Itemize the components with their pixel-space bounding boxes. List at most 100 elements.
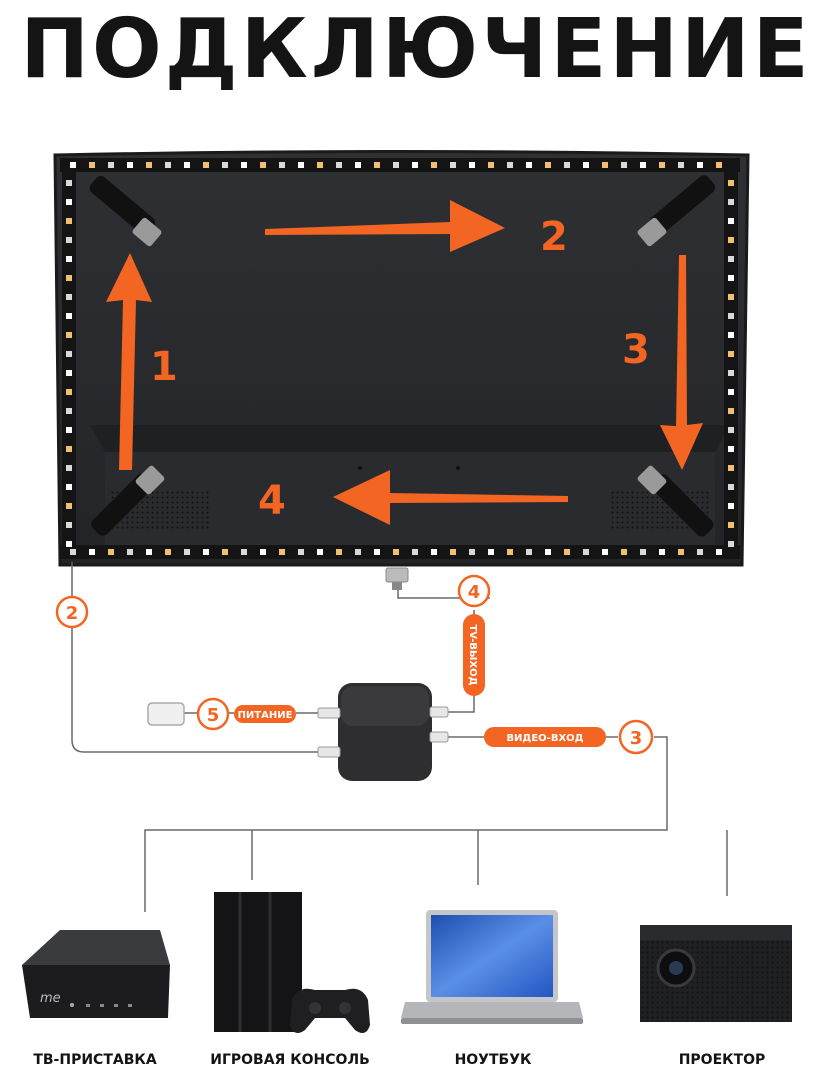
device-label-projector: ПРОЕКТОР (678, 1052, 766, 1068)
led-chip (564, 162, 570, 168)
led-chip (317, 549, 323, 555)
led-chip (728, 237, 734, 243)
corner-connector-bottom-left (91, 465, 165, 536)
led-chip (697, 162, 703, 168)
projector-icon (640, 925, 792, 1022)
led-chip (488, 549, 494, 555)
led-chip (728, 313, 734, 319)
led-chip (66, 370, 72, 376)
led-chip (469, 549, 475, 555)
led-chip (108, 162, 114, 168)
led-chip (66, 465, 72, 471)
led-chip (66, 446, 72, 452)
led-chip (298, 549, 304, 555)
led-chip (564, 549, 570, 555)
led-chip (66, 541, 72, 547)
corner-connector-top-left (89, 176, 162, 247)
led-chip (728, 199, 734, 205)
arrow-up-left: 1 (106, 253, 178, 470)
strip-connection-marker: 2 (55, 595, 89, 629)
led-chip (728, 503, 734, 509)
led-chip (298, 162, 304, 168)
led-chip (66, 275, 72, 281)
led-chip (260, 549, 266, 555)
led-chip (66, 332, 72, 338)
led-chip (66, 408, 72, 414)
led-chip (602, 549, 608, 555)
led-chip (89, 549, 95, 555)
sync-box (317, 683, 449, 781)
led-chip (728, 294, 734, 300)
led-chip (545, 549, 551, 555)
led-chip (66, 237, 72, 243)
led-chip (374, 162, 380, 168)
led-chip (165, 549, 171, 555)
led-chip (728, 408, 734, 414)
device-label-tv-box: ТВ-ПРИСТАВКА (33, 1052, 157, 1068)
led-chip (583, 162, 589, 168)
led-chip (146, 549, 152, 555)
strip-number: 2 (66, 603, 79, 624)
led-chip (716, 549, 722, 555)
led-chip (431, 162, 437, 168)
led-chip (260, 162, 266, 168)
arrow-number-3: 3 (622, 327, 650, 373)
device-label-laptop: НОУТБУК (454, 1052, 532, 1068)
led-chip (507, 162, 513, 168)
tv-port-plug (385, 567, 409, 590)
led-chip (728, 427, 734, 433)
led-chip (374, 549, 380, 555)
led-chip (184, 549, 190, 555)
arrow-number-1: 1 (150, 344, 178, 390)
video-in-label: ВИДЕО-ВХОД (506, 733, 583, 744)
page-title: ПОДКЛЮЧЕНИЕ (20, 2, 812, 97)
led-chip (127, 162, 133, 168)
led-chip (728, 275, 734, 281)
led-chip (66, 218, 72, 224)
led-chip (336, 549, 342, 555)
led-chip (146, 162, 152, 168)
led-chip (507, 549, 513, 555)
led-chip (279, 549, 285, 555)
led-chip (728, 446, 734, 452)
arrow-number-2: 2 (540, 214, 568, 260)
led-chip (728, 351, 734, 357)
led-chip (640, 162, 646, 168)
led-chip (602, 162, 608, 168)
led-chip (728, 180, 734, 186)
led-chip (659, 549, 665, 555)
led-chip (431, 549, 437, 555)
led-chip (412, 162, 418, 168)
led-chip (336, 162, 342, 168)
led-chip (66, 180, 72, 186)
tv-back (53, 150, 750, 567)
arrow-down-right: 3 (622, 255, 703, 470)
led-chip (393, 549, 399, 555)
led-chip (317, 162, 323, 168)
tv-out-connection: 4 TV-ВЫХОД (457, 574, 491, 696)
arrow-number-4: 4 (258, 478, 286, 524)
led-chip (108, 549, 114, 555)
tv-out-number: 4 (468, 582, 481, 603)
led-chip (70, 162, 76, 168)
led-chip (66, 313, 72, 319)
corner-connector-bottom-right (637, 465, 714, 537)
led-strip (60, 158, 740, 559)
led-chip (450, 162, 456, 168)
led-chip (165, 162, 171, 168)
led-chip (66, 484, 72, 490)
power-adapter (147, 702, 185, 726)
video-in-number: 3 (630, 728, 643, 749)
led-chip (728, 541, 734, 547)
power-number: 5 (207, 705, 220, 726)
arrow-left-bottom: 4 (258, 470, 568, 525)
power-label: ПИТАНИЕ (238, 710, 293, 721)
led-chip (393, 162, 399, 168)
led-chip (728, 484, 734, 490)
led-chip (583, 549, 589, 555)
led-chip (222, 549, 228, 555)
led-chip (697, 549, 703, 555)
led-chip (66, 199, 72, 205)
tv-box-brand: me (40, 991, 61, 1006)
